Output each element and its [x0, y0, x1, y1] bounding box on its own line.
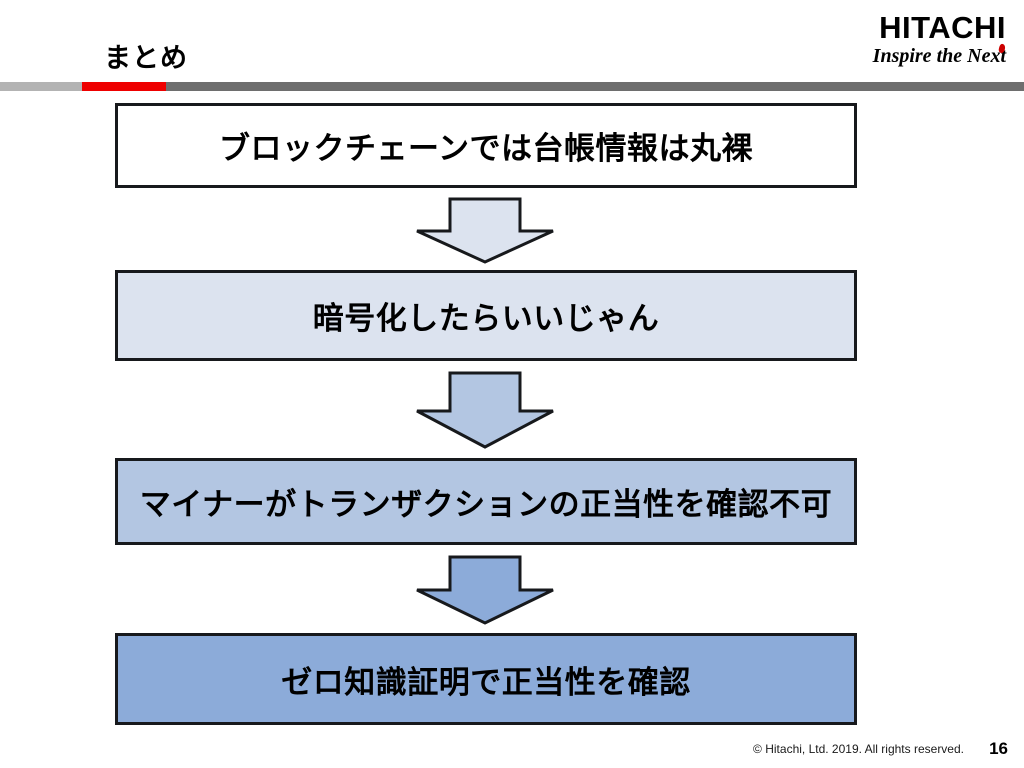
divider-segment-red — [82, 82, 166, 91]
slide-footer: © Hitachi, Ltd. 2019. All rights reserve… — [0, 736, 1024, 768]
divider-segment-light-gray — [0, 82, 82, 91]
hitachi-tagline-wrapper: Inspire the Next — [872, 43, 1007, 67]
flowchart: ブロックチェーンでは台帳情報は丸裸 暗号化したらいいじゃん マイナーがトランザク… — [0, 91, 1024, 736]
hitachi-logo: HITACHI Inspire the Next — [872, 10, 1007, 67]
flow-step-1: ブロックチェーンでは台帳情報は丸裸 — [115, 103, 857, 188]
hitachi-tagline: Inspire the Next — [872, 45, 1006, 67]
header-divider-bar — [0, 82, 1024, 91]
page-title: まとめ — [104, 43, 188, 73]
divider-segment-dark-gray — [166, 82, 1024, 91]
flow-step-2-label: 暗号化したらいいじゃん — [312, 301, 660, 336]
down-arrow-3-icon — [414, 555, 556, 625]
flow-step-4: ゼロ知識証明で正当性を確認 — [115, 633, 857, 725]
slide-header: まとめ HITACHI Inspire the Next — [0, 0, 1024, 82]
flow-step-2: 暗号化したらいいじゃん — [115, 270, 857, 361]
flow-step-3-label: マイナーがトランザクションの正当性を確認不可 — [139, 487, 833, 522]
flow-step-4-label: ゼロ知識証明で正当性を確認 — [281, 664, 691, 700]
page-number: 16 — [989, 739, 1008, 758]
copyright-text: © Hitachi, Ltd. 2019. All rights reserve… — [753, 742, 964, 756]
flow-step-3: マイナーがトランザクションの正当性を確認不可 — [115, 458, 857, 545]
hitachi-wordmark: HITACHI — [879, 10, 1006, 45]
flow-step-1-label: ブロックチェーンでは台帳情報は丸裸 — [219, 131, 753, 166]
down-arrow-1-icon — [414, 197, 556, 264]
down-arrow-2-icon — [414, 371, 556, 449]
